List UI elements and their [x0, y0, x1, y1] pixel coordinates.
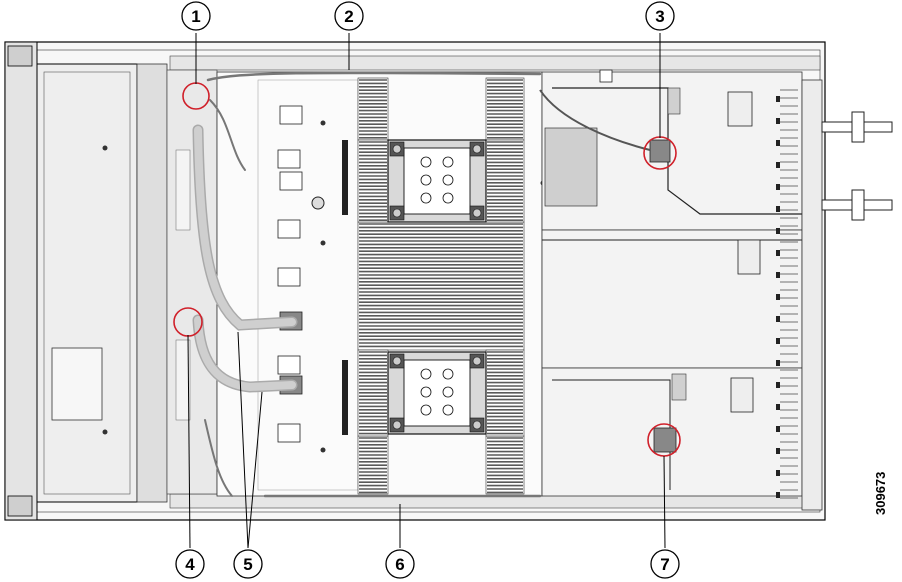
callout-3: 3	[645, 1, 675, 31]
cables	[192, 71, 542, 498]
leader-lines	[187, 33, 666, 549]
pcie-slot-ribs	[776, 89, 798, 499]
callout-7: 7	[650, 549, 680, 579]
rear-latches	[821, 111, 893, 221]
callout-4: 4	[175, 549, 205, 579]
riser-area	[539, 69, 823, 511]
callout-1: 1	[181, 1, 211, 31]
cpu-heatsinks	[387, 139, 487, 435]
callout-6-label: 6	[395, 555, 404, 574]
callout-7-label: 7	[660, 555, 669, 574]
callout-5: 5	[233, 549, 263, 579]
callout-2-label: 2	[344, 7, 353, 26]
front-bezel	[4, 41, 168, 521]
figure-id: 309673	[873, 472, 888, 515]
callout-2: 2	[334, 1, 364, 31]
callout-5-label: 5	[243, 555, 252, 574]
storage-connectors	[277, 105, 303, 443]
leader-line-4	[187, 334, 191, 549]
leader-line-5b	[247, 391, 263, 549]
dimm-banks	[357, 77, 525, 495]
leader-line-7	[663, 455, 666, 549]
callout-1-label: 1	[191, 7, 200, 26]
callout-6: 6	[385, 549, 415, 579]
callout-4-label: 4	[185, 555, 195, 574]
leader-line-5a	[237, 331, 249, 549]
callout-3-label: 3	[655, 7, 664, 26]
